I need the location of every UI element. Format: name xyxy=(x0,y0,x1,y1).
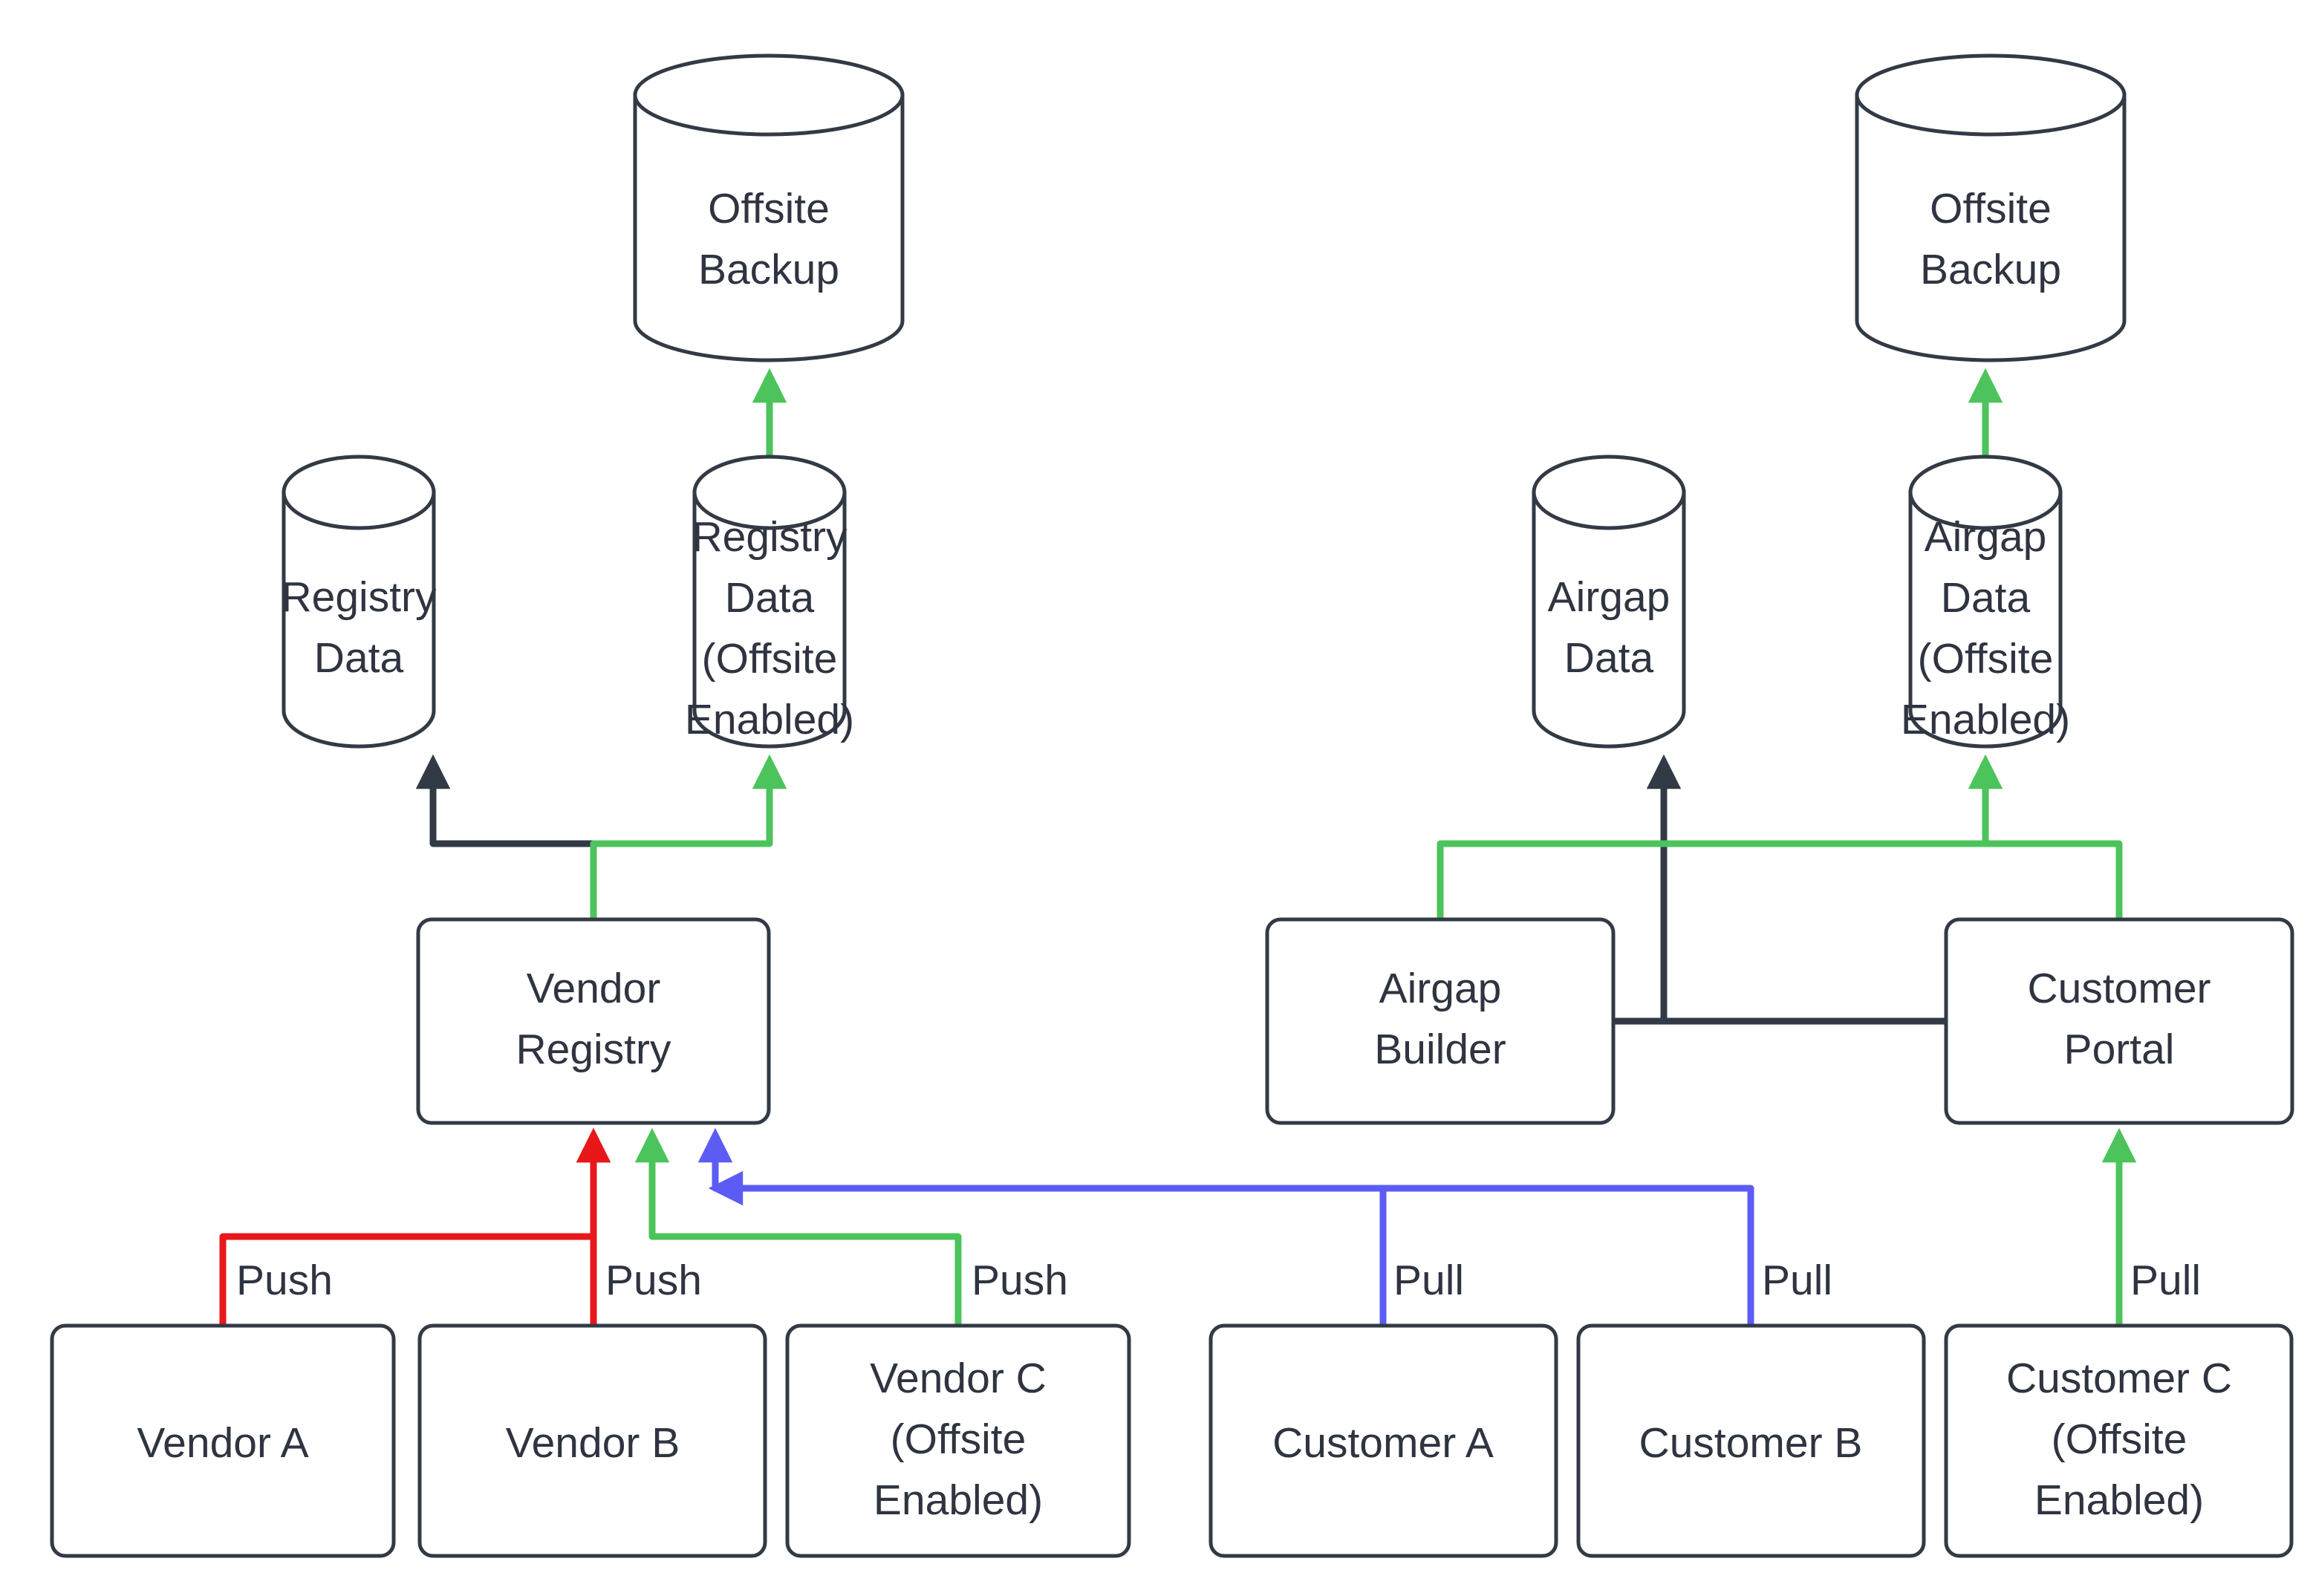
node-label-line2: Backup xyxy=(698,246,839,293)
node-label-line2: Data xyxy=(1564,634,1654,682)
node-label-line2: Portal xyxy=(2064,1026,2175,1073)
edge-label-pull-customer-a: Pull xyxy=(1393,1257,1464,1304)
node-label-line1: Registry xyxy=(281,573,437,621)
node-airgap-data-offsite[interactable]: Airgap Data (Offsite Enabled) xyxy=(1901,455,2070,749)
node-offsite-backup-right[interactable]: Offsite Backup xyxy=(1855,53,2127,362)
node-label-line4: Enabled) xyxy=(685,696,854,743)
node-label-line2: Data xyxy=(314,634,404,682)
node-customer-b[interactable]: Customer B xyxy=(1576,1323,1926,1558)
node-label-line2: Builder xyxy=(1374,1026,1506,1073)
node-label-line1: Airgap xyxy=(1379,965,1502,1012)
node-label-line2: Registry xyxy=(515,1026,671,1073)
node-airgap-data[interactable]: Airgap Data xyxy=(1532,455,1686,749)
node-label-line4: Enabled) xyxy=(1901,696,2070,743)
node-label-line1: Customer A xyxy=(1272,1419,1494,1467)
node-label-line2: (Offsite xyxy=(2052,1416,2187,1463)
edge-label-pull-customer-c: Pull xyxy=(2130,1257,2201,1304)
edge-label-pull-customer-b: Pull xyxy=(1762,1257,1832,1304)
node-label-line3: Enabled) xyxy=(2034,1476,2204,1524)
node-customer-a[interactable]: Customer A xyxy=(1208,1323,1558,1558)
node-label-line2: (Offsite xyxy=(891,1416,1027,1463)
node-label-line2: Data xyxy=(1941,574,2031,622)
edge-registry-to-registry-data xyxy=(415,754,597,919)
node-label-line1: Customer xyxy=(2027,965,2210,1012)
node-vendor-registry[interactable]: Vendor Registry xyxy=(416,917,771,1125)
edge-label-push-vendor-c: Push xyxy=(972,1257,1068,1304)
edge-label-push-vendor-b: Push xyxy=(605,1257,702,1304)
edge-customer-b-to-portal xyxy=(708,1170,1754,1326)
edge-labels-layer: Push Push Push Pull Pull Pull xyxy=(236,1257,2201,1304)
node-label-line1: Customer B xyxy=(1639,1419,1863,1467)
node-registry-data[interactable]: Registry Data xyxy=(281,455,437,749)
node-label-line1: Airgap xyxy=(1548,573,1670,621)
node-label-line3: (Offsite xyxy=(702,635,838,683)
node-vendor-b[interactable]: Vendor B xyxy=(417,1323,767,1558)
node-label-line1: Customer C xyxy=(2006,1355,2232,1402)
node-airgap-builder[interactable]: Airgap Builder xyxy=(1265,917,1616,1125)
node-label-line1: Airgap xyxy=(1925,513,2047,561)
node-customer-c[interactable]: Customer C (Offsite Enabled) xyxy=(1944,1323,2294,1558)
node-vendor-c[interactable]: Vendor C (Offsite Enabled) xyxy=(785,1323,1131,1558)
node-vendor-a[interactable]: Vendor A xyxy=(50,1323,396,1558)
node-label-line1: Offsite xyxy=(708,185,830,232)
node-offsite-backup-left[interactable]: Offsite Backup xyxy=(633,53,905,362)
edge-portal-to-airgap-data-offsite xyxy=(1985,840,2123,919)
edge-label-push-vendor-a: Push xyxy=(236,1257,333,1304)
node-label-line3: Enabled) xyxy=(874,1476,1043,1524)
node-registry-data-offsite[interactable]: Registry Data (Offsite Enabled) xyxy=(685,455,854,749)
edge-vendor-c-to-registry xyxy=(634,1127,962,1326)
edges-layer xyxy=(219,368,2137,1326)
node-label-line3: (Offsite xyxy=(1918,635,2054,683)
node-label-line1: Vendor B xyxy=(506,1419,680,1467)
node-label-line1: Offsite xyxy=(1930,185,2052,232)
node-label-line1: Vendor C xyxy=(870,1355,1047,1402)
node-label-line1: Registry xyxy=(692,513,848,561)
node-label-line1: Vendor A xyxy=(137,1419,308,1467)
node-customer-portal[interactable]: Customer Portal xyxy=(1944,917,2294,1125)
node-label-line1: Vendor xyxy=(527,965,661,1012)
edge-builder-to-airgap-data-offsite xyxy=(1437,754,2003,919)
edge-registry-to-registry-data-offsite xyxy=(590,754,787,919)
node-label-line2: Backup xyxy=(1920,246,2061,293)
node-label-line2: Data xyxy=(725,574,815,622)
